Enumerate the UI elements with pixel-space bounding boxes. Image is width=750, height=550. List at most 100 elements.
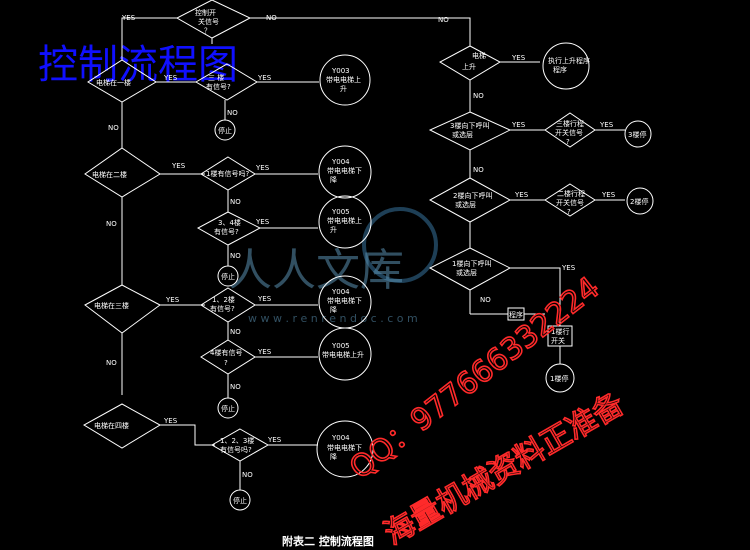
watermark-url: w w w . r e n r e n d o c . c o m <box>248 312 418 325</box>
svg-text:控制开: 控制开 <box>195 8 216 17</box>
svg-text:YES: YES <box>257 74 272 82</box>
svg-text:或选层: 或选层 <box>455 200 476 209</box>
svg-text:Y004: Y004 <box>331 288 350 296</box>
watermark-brand: 人人文库 <box>228 245 404 296</box>
svg-text:电梯在一楼: 电梯在一楼 <box>96 78 131 87</box>
svg-text:降: 降 <box>330 175 337 184</box>
svg-text:1、2楼: 1、2楼 <box>212 295 235 304</box>
svg-text:NO: NO <box>480 296 491 304</box>
svg-text:？: ？ <box>204 27 211 35</box>
svg-text:二楼行程: 二楼行程 <box>557 189 585 198</box>
svg-text:1楼向下呼叫: 1楼向下呼叫 <box>452 259 491 268</box>
svg-text:带电电梯下: 带电电梯下 <box>327 166 362 175</box>
svg-text:3楼停: 3楼停 <box>628 130 646 139</box>
svg-text:NO: NO <box>106 220 117 228</box>
svg-text:YES: YES <box>257 295 272 303</box>
svg-text:YES: YES <box>165 296 180 304</box>
svg-text:Y005: Y005 <box>331 342 350 350</box>
output-y005-b: Y005 带电电梯上升 <box>318 327 372 381</box>
svg-text:带电电梯下: 带电电梯下 <box>327 296 362 305</box>
svg-text:?: ? <box>567 208 571 216</box>
svg-text:3楼向下呼叫: 3楼向下呼叫 <box>450 121 489 130</box>
svg-text:YES: YES <box>601 191 616 199</box>
output-2f-stop: 2楼停 <box>626 187 654 215</box>
svg-text:YES: YES <box>121 14 136 22</box>
connectors <box>121 17 625 490</box>
svg-text:NO: NO <box>266 14 277 22</box>
decision-floor1-query: 三 楼 有信号? <box>195 63 258 101</box>
svg-text:?: ? <box>224 359 228 367</box>
output-y005-a: Y005 带电电梯上 升 <box>318 195 372 249</box>
svg-text:NO: NO <box>108 124 119 132</box>
svg-text:停止: 停止 <box>233 496 247 505</box>
svg-text:NO: NO <box>106 359 117 367</box>
svg-text:关信号: 关信号 <box>198 17 219 26</box>
svg-text:升: 升 <box>330 225 337 234</box>
decision-sw2: 二楼行程 开关信号 ? <box>544 183 596 217</box>
svg-text:有信号?: 有信号? <box>210 304 235 313</box>
svg-text:开关: 开关 <box>551 336 565 345</box>
decision-floor1: 电梯在一楼 <box>87 59 157 103</box>
svg-text:停止: 停止 <box>221 404 235 413</box>
svg-text:YES: YES <box>171 162 186 170</box>
svg-text:带电电梯上: 带电电梯上 <box>326 75 361 84</box>
output-y003: Y003 带电电梯上 升 <box>319 54 371 106</box>
decision-floor4: 电梯在四楼 <box>83 403 161 449</box>
decision-floor3-q4: 4楼有信号 ? <box>200 339 256 375</box>
svg-text:或选层: 或选层 <box>452 130 473 139</box>
svg-text:上升: 上升 <box>462 62 476 71</box>
svg-text:电梯在四楼: 电梯在四楼 <box>94 421 129 430</box>
svg-text:电梯: 电梯 <box>472 51 486 60</box>
output-y004-c: Y004 带电电梯下 降 <box>316 420 374 478</box>
svg-text:NO: NO <box>438 16 449 24</box>
svg-text:YES: YES <box>257 348 272 356</box>
box-program: 程序 <box>507 307 525 321</box>
decision-1f-down: 1楼向下呼叫 或选层 <box>428 247 512 291</box>
svg-text:2楼向下呼叫: 2楼向下呼叫 <box>453 191 492 200</box>
decision-3f-down: 3楼向下呼叫 或选层 <box>428 111 512 151</box>
svg-text:降: 降 <box>330 305 337 314</box>
svg-text:YES: YES <box>511 54 526 62</box>
svg-text:YES: YES <box>267 436 282 444</box>
svg-text:NO: NO <box>230 252 241 260</box>
svg-text:Y004: Y004 <box>331 158 350 166</box>
svg-text:停止: 停止 <box>221 272 235 281</box>
svg-text:4楼有信号: 4楼有信号 <box>210 348 242 357</box>
svg-text:电梯在二楼: 电梯在二楼 <box>92 170 127 179</box>
svg-text:开关信号: 开关信号 <box>555 128 583 137</box>
svg-text:YES: YES <box>511 121 526 129</box>
stop-1: 停止 <box>214 119 236 141</box>
svg-text:有信号?: 有信号? <box>214 227 239 236</box>
svg-text:三 楼: 三 楼 <box>208 73 224 82</box>
decision-floor2-q1: 1楼有信号吗? <box>200 156 256 191</box>
watermark-logo: 人人文库 w w w . r e n r e n d o c . c o m <box>228 207 438 325</box>
svg-text:3、4楼: 3、4楼 <box>218 218 241 227</box>
svg-text:升: 升 <box>340 84 347 93</box>
svg-text:YES: YES <box>255 218 270 226</box>
svg-text:Y005: Y005 <box>331 208 350 216</box>
decision-up: 电梯 上升 <box>438 45 502 81</box>
output-1f-stop: 1楼停 <box>545 363 575 393</box>
svg-text:?: ? <box>566 138 570 146</box>
svg-text:1楼停: 1楼停 <box>550 374 568 383</box>
svg-text:NO: NO <box>473 166 484 174</box>
svg-text:YES: YES <box>599 121 614 129</box>
svg-text:程序: 程序 <box>553 65 567 74</box>
svg-text:1楼行: 1楼行 <box>551 327 569 336</box>
figure-caption: 附表二 控制流程图 <box>282 534 374 548</box>
svg-text:停止: 停止 <box>218 126 232 135</box>
svg-text:三楼行程: 三楼行程 <box>556 119 584 128</box>
svg-text:YES: YES <box>561 264 576 272</box>
output-y004-a: Y004 带电电梯下 降 <box>318 145 372 199</box>
svg-text:带电电梯上升: 带电电梯上升 <box>322 350 364 359</box>
svg-text:YES: YES <box>255 164 270 172</box>
decision-floor4-q: 1、2、3楼 有信号吗? <box>210 428 270 462</box>
output-up-program: 执行上升程序 程序 <box>542 42 590 90</box>
svg-text:NO: NO <box>230 383 241 391</box>
decision-floor3: 电梯在三楼 <box>84 284 161 334</box>
svg-text:YES: YES <box>163 74 178 82</box>
svg-text:YES: YES <box>163 417 178 425</box>
svg-text:开关信号: 开关信号 <box>556 198 584 207</box>
svg-text:有信号?: 有信号? <box>206 82 231 91</box>
